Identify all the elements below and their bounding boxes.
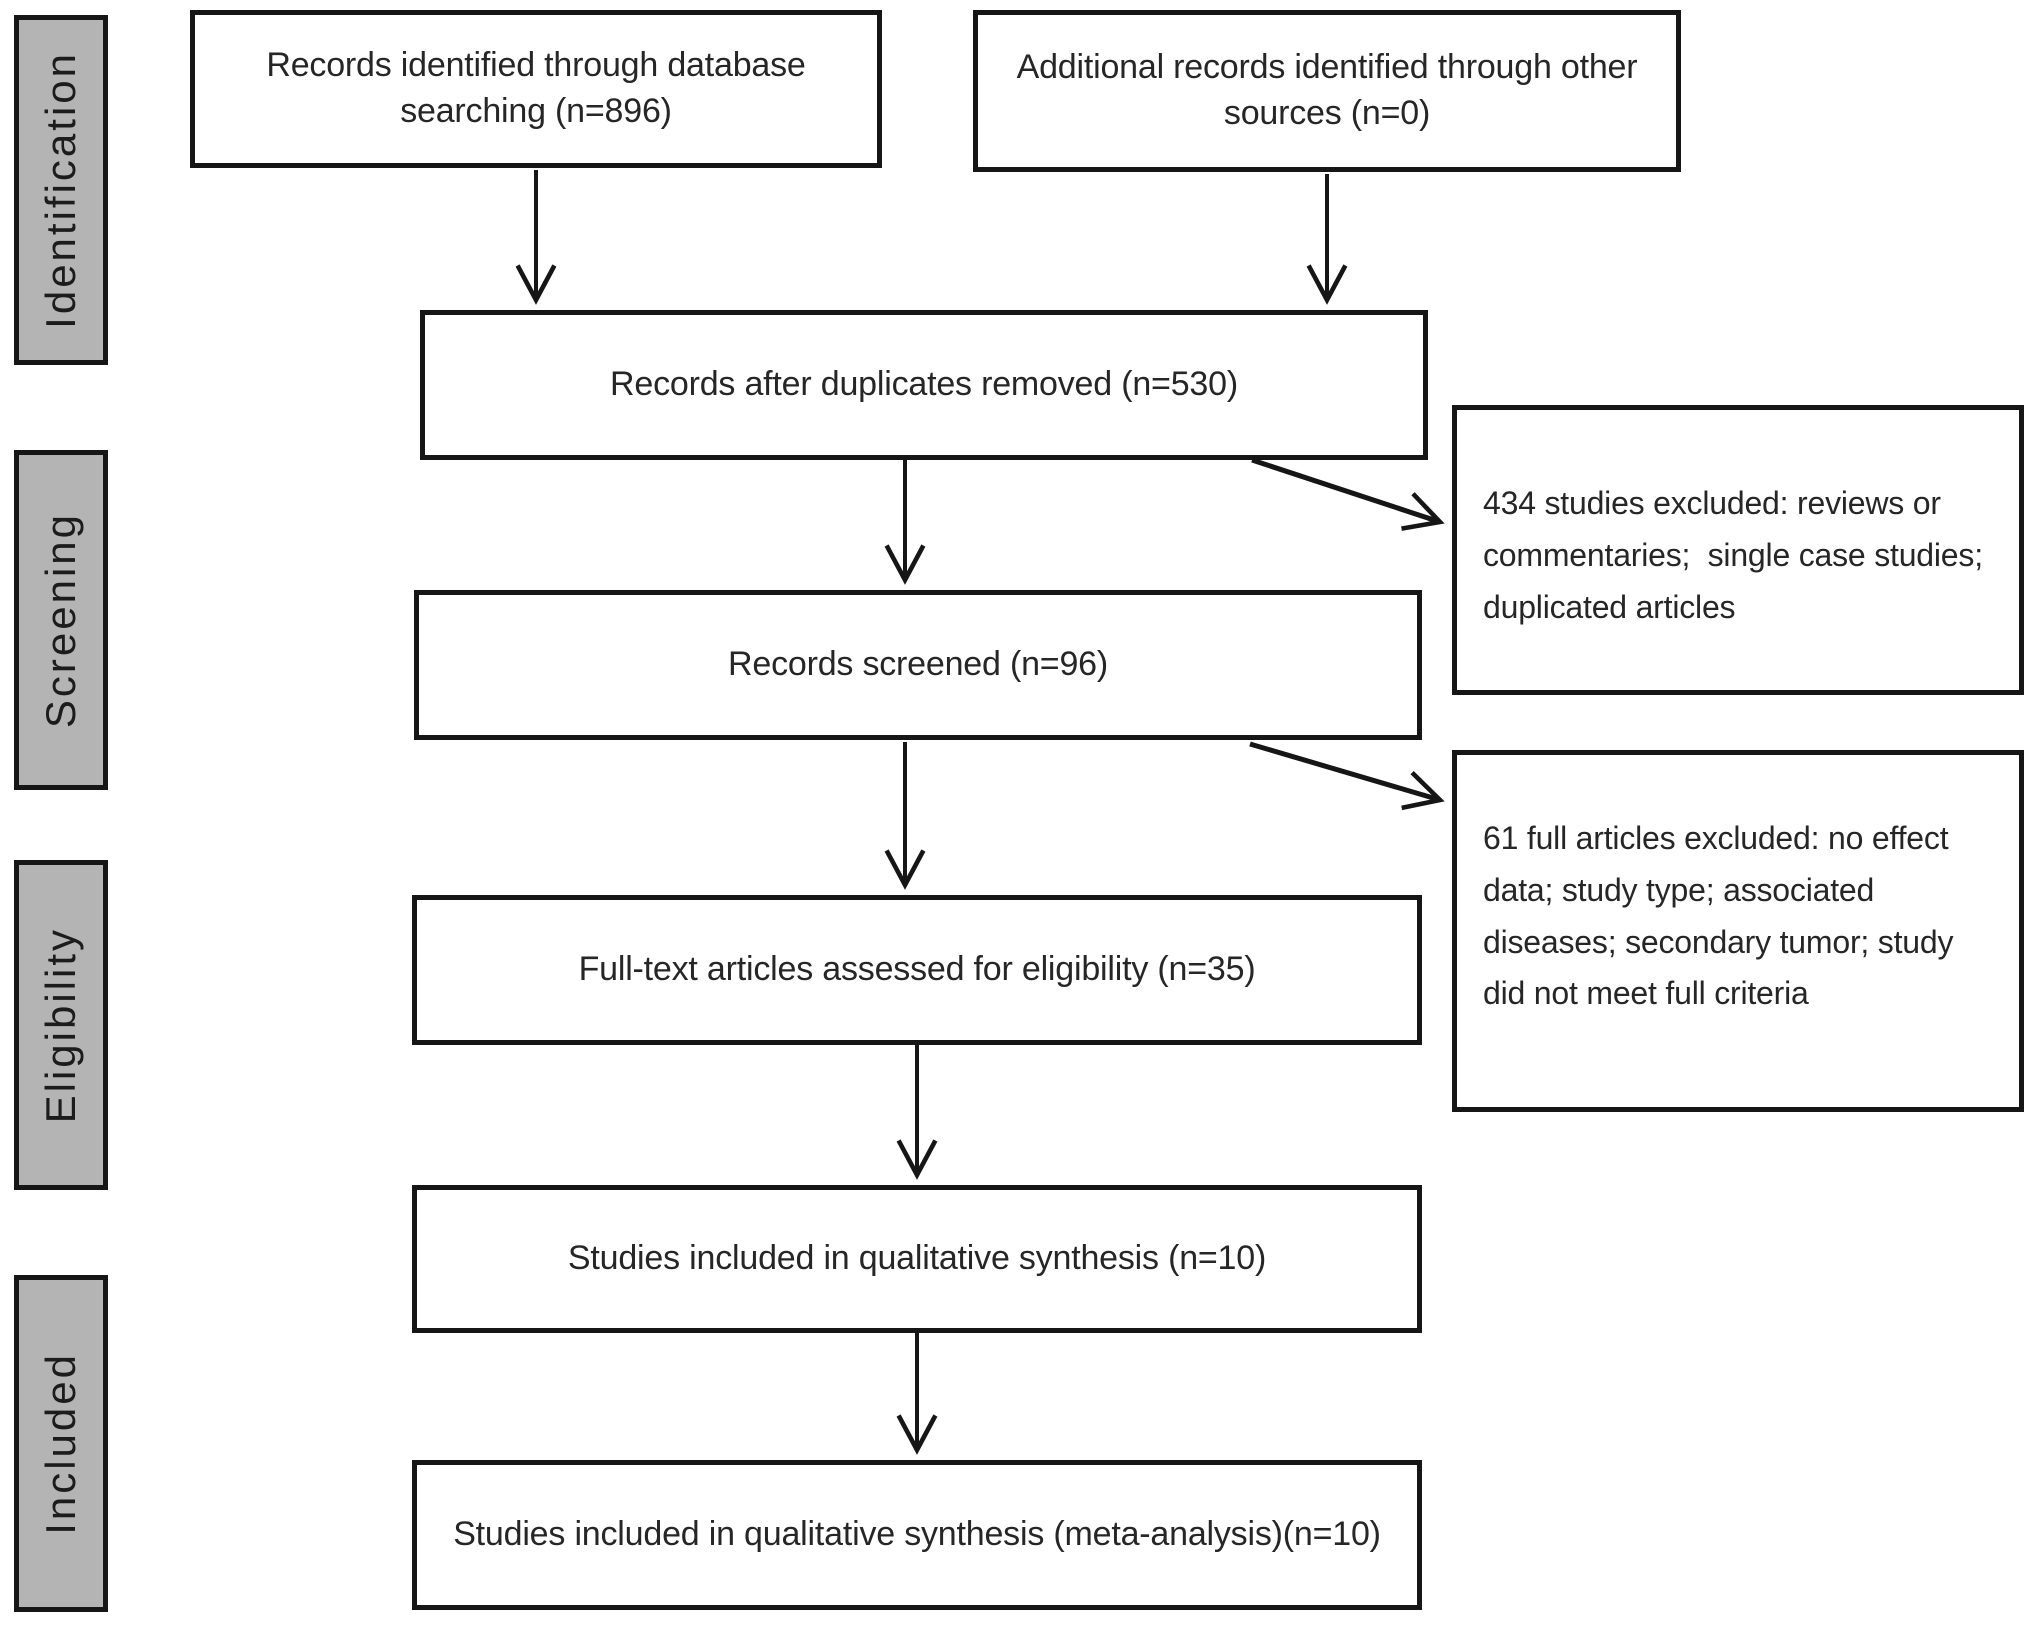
stage-box-eligibility: Eligibility: [14, 860, 108, 1190]
flow-box-additional-records-text: Additional records identified through ot…: [1016, 48, 1638, 132]
stage-label-included: Included: [37, 1352, 84, 1535]
flow-box-meta-analysis: Studies included in qualitative synthesi…: [412, 1460, 1422, 1610]
stage-box-screening: Screening: [14, 450, 108, 790]
arrow-dedup-to-excluded: [1251, 457, 1445, 531]
side-box-fulltext-excluded-text: 61 full articles excluded: no effect dat…: [1483, 820, 1962, 1012]
flow-box-qualitative-synthesis-text: Studies included in qualitative synthesi…: [567, 1239, 1267, 1278]
flow-box-additional-records: Additional records identified through ot…: [973, 10, 1681, 172]
side-box-studies-excluded: 434 studies excluded: reviews or comment…: [1452, 405, 2024, 695]
flow-box-duplicates-removed-text: Records after duplicates removed (n=530): [610, 365, 1238, 404]
flow-box-fulltext-assessed: Full-text articles assessed for eligibil…: [412, 895, 1422, 1045]
flow-box-qualitative-synthesis: Studies included in qualitative synthesi…: [412, 1185, 1422, 1333]
flow-box-records-identified: Records identified through database sear…: [190, 10, 882, 168]
stage-label-screening: Screening: [37, 511, 84, 729]
flow-box-records-screened-text: Records screened (n=96): [728, 645, 1108, 684]
stage-box-included: Included: [14, 1275, 108, 1612]
arrow-screened-to-excluded: [1249, 741, 1445, 811]
flow-box-duplicates-removed: Records after duplicates removed (n=530): [420, 310, 1428, 460]
flow-box-records-screened: Records screened (n=96): [414, 590, 1422, 740]
flow-box-fulltext-assessed-text: Full-text articles assessed for eligibil…: [578, 950, 1256, 989]
stage-label-eligibility: Eligibility: [37, 926, 84, 1124]
side-box-fulltext-excluded: 61 full articles excluded: no effect dat…: [1452, 750, 2024, 1112]
flow-box-records-identified-text: Records identified through database sear…: [266, 46, 806, 130]
stage-box-identification: Identification: [14, 15, 108, 365]
flow-box-meta-analysis-text: Studies included in qualitative synthesi…: [453, 1515, 1381, 1554]
stage-label-identification: Identification: [37, 51, 84, 329]
side-box-studies-excluded-text: 434 studies excluded: reviews or comment…: [1483, 485, 1992, 625]
